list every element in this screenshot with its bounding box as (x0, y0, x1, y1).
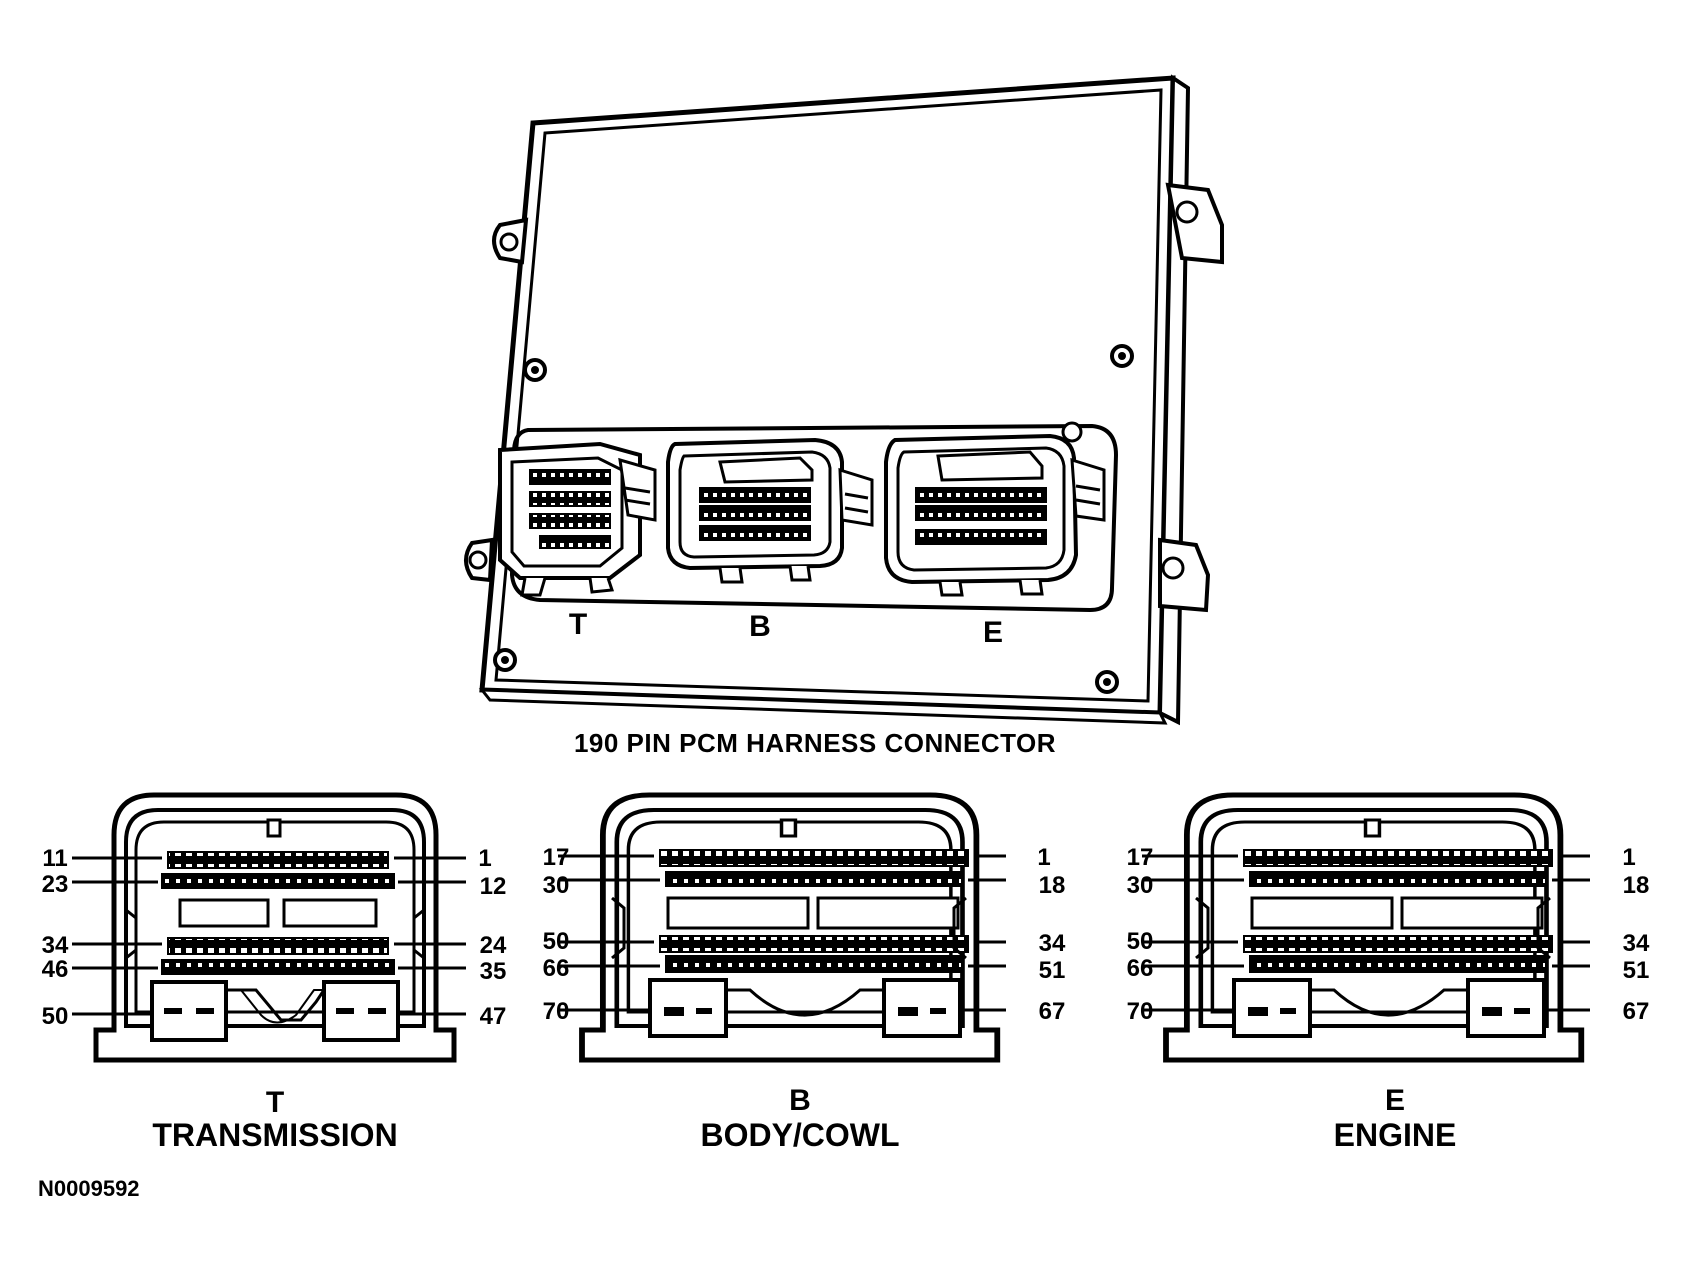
connector-face-t (72, 795, 466, 1060)
connector-title-t: TRANSMISSION (152, 1117, 397, 1153)
pin-label-t-47: 47 (480, 1003, 507, 1030)
pin-label-e-67: 67 (1623, 998, 1650, 1025)
pin-label-b-51: 51 (1039, 957, 1066, 984)
pin-label-e-66: 66 (1127, 955, 1154, 982)
connector-title-e: ENGINE (1334, 1117, 1457, 1153)
connector-face-b (558, 795, 1006, 1060)
pin-label-b-18: 18 (1039, 872, 1066, 899)
pin-label-e-1: 1 (1622, 844, 1635, 871)
pin-label-e-18: 18 (1623, 872, 1650, 899)
slot-label-e: E (983, 616, 1003, 649)
pin-label-t-1: 1 (478, 845, 491, 872)
pin-label-t-11: 11 (42, 845, 67, 872)
pin-label-t-50: 50 (42, 1003, 69, 1030)
pin-label-b-67: 67 (1039, 998, 1066, 1025)
pin-label-b-50: 50 (543, 928, 570, 955)
connector-bay (509, 423, 1119, 613)
module-connector-t (498, 441, 657, 597)
pin-label-e-30: 30 (1127, 872, 1154, 899)
pin-label-b-30: 30 (543, 872, 570, 899)
figure-id: N0009592 (38, 1176, 140, 1201)
pin-label-t-46: 46 (42, 956, 69, 983)
pin-label-b-1: 1 (1037, 844, 1050, 871)
pin-label-e-34: 34 (1623, 930, 1650, 957)
pin-label-t-24: 24 (480, 932, 507, 959)
pin-label-b-66: 66 (543, 955, 570, 982)
module-connector-e (884, 421, 1106, 597)
pin-label-b-70: 70 (543, 998, 570, 1025)
pin-label-b-34: 34 (1039, 930, 1066, 957)
pin-label-b-17: 17 (543, 844, 570, 871)
slot-label-b: B (749, 610, 771, 643)
module-connector-b (666, 437, 874, 584)
pin-label-e-50: 50 (1127, 928, 1154, 955)
connector-letter-b: B (789, 1084, 811, 1117)
pin-label-t-35: 35 (480, 958, 507, 985)
pin-label-e-70: 70 (1127, 998, 1154, 1025)
connector-face-e (1142, 795, 1590, 1060)
connector-letter-t: T (266, 1086, 284, 1119)
slot-label-t: T (569, 608, 587, 641)
module-caption: 190 PIN PCM HARNESS CONNECTOR (574, 728, 1056, 758)
pin-label-t-23: 23 (42, 871, 69, 898)
pcm-module: T B E (464, 74, 1224, 726)
connector-title-b: BODY/COWL (700, 1117, 899, 1153)
pin-label-t-12: 12 (480, 873, 507, 900)
pin-label-e-17: 17 (1127, 844, 1154, 871)
connector-letter-e: E (1385, 1084, 1405, 1117)
screw-icon (493, 344, 1134, 694)
pin-label-t-34: 34 (42, 932, 69, 959)
pin-label-e-51: 51 (1623, 957, 1650, 984)
